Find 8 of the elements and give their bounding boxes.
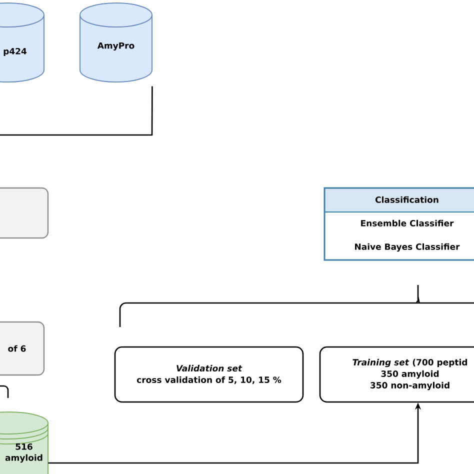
database-cylinder: 516 amyloid bbox=[0, 412, 48, 474]
process-box: of 6 bbox=[0, 321, 45, 376]
classifier-table: Classification Ensemble Classifier Naive Bayes Classifier bbox=[324, 187, 474, 261]
database-cylinder: AmyPro bbox=[80, 2, 152, 82]
database-cylinder: p424 bbox=[0, 2, 44, 82]
process-box bbox=[0, 187, 49, 239]
dataset-box: Validation set cross validation of 5, 10, 15 % bbox=[114, 346, 304, 403]
dataset-box: Training set (700 peptid 350 amyloid 350 non-amyloid bbox=[319, 346, 474, 403]
